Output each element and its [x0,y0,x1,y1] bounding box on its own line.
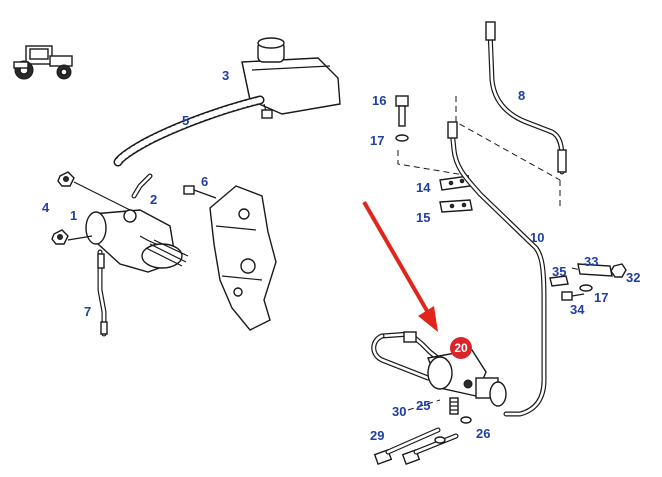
washer-17-lower [579,284,593,292]
hose-fitting [131,173,153,199]
callout-2: 2 [150,192,157,207]
bolt-29-second [401,433,459,465]
nut-upper [57,171,75,187]
clip-bracket-33 [577,263,613,277]
washer-26 [460,416,472,424]
callout-7: 7 [84,304,91,319]
highlight-badge: 20 [450,337,472,359]
nut-32 [610,263,627,278]
pedal-bracket [209,185,277,331]
callout-5: 5 [182,113,189,128]
reservoir-hose [113,95,265,167]
callout-6: 6 [201,174,208,189]
callout-14: 14 [416,180,431,195]
callout-1: 1 [70,208,77,223]
guide-line-bleeder [407,399,441,411]
main-hydraulic-pipe [447,121,547,417]
callout-32: 32 [626,270,640,285]
bolt-16 [395,95,409,127]
callout-25: 25 [416,398,430,413]
red-arrow-icon [362,200,438,332]
nut-lower [51,229,69,245]
callout-34: 34 [570,302,585,317]
callout-3: 3 [222,68,229,83]
slave-cylinder [371,331,507,407]
master-cylinder [85,209,189,273]
callout-35: 35 [552,264,566,279]
bleeder-screw [449,397,459,415]
guide-line-washer [397,150,471,177]
leader-nut-lower [67,235,93,241]
callout-4: 4 [42,200,50,215]
mounting-bolt [183,185,217,199]
callout-30: 30 [392,404,406,419]
clip-35 [549,275,569,287]
bolt-34 [561,291,585,301]
feed-pipe [97,249,108,337]
callout-33: 33 [584,254,598,269]
callout-20: 20 [454,341,468,355]
washer-30 [434,436,446,444]
callout-26: 26 [476,426,490,441]
callout-15: 15 [416,210,430,225]
callout-10: 10 [530,230,544,245]
tractor-icon [13,45,73,80]
washer-17-upper [395,134,409,142]
callout-29: 29 [370,428,384,443]
fluid-reservoir [241,37,341,119]
leader-nut-upper [73,181,131,211]
upper-pipe [485,21,567,175]
callout-17-upper: 17 [370,133,384,148]
callout-17-lower: 17 [594,290,608,305]
callout-8: 8 [518,88,525,103]
clamp-plate-15 [439,199,473,213]
bolt-29 [373,427,441,465]
callout-16: 16 [372,93,386,108]
